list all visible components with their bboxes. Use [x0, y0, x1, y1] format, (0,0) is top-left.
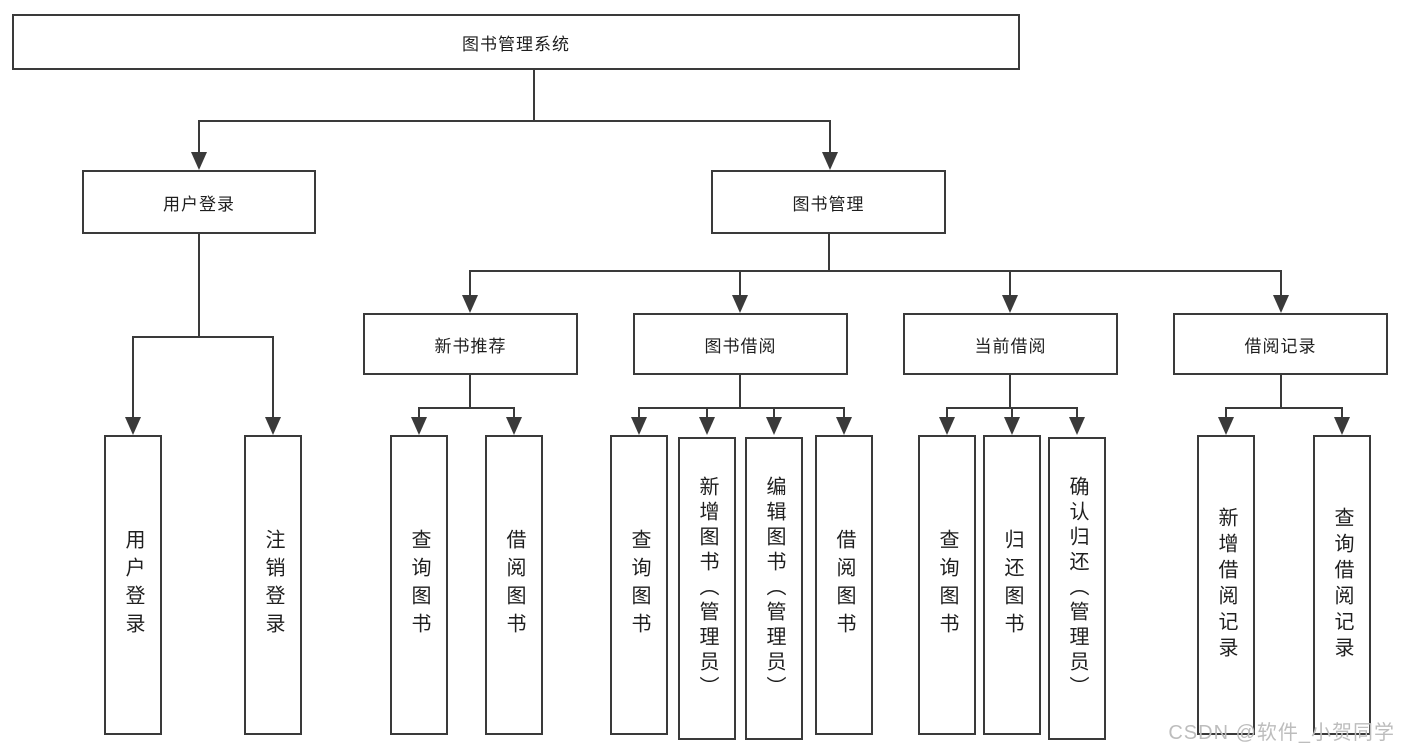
arrow-down-icon	[631, 417, 647, 435]
node-label: 借阅记录	[1244, 336, 1317, 356]
node-label: 图书借阅	[704, 336, 777, 356]
connector-line	[638, 407, 640, 419]
node-label: 新增图书（管理员）	[696, 476, 718, 701]
connector-line	[198, 120, 831, 122]
connector-line	[843, 407, 845, 419]
connector-line	[773, 407, 775, 419]
leaf-query-books-borrowing: 查询图书	[610, 435, 668, 735]
node-label: 归还图书	[1001, 529, 1023, 641]
connector-line	[1280, 375, 1282, 409]
node-label: 当前借阅	[974, 336, 1047, 356]
connector-line	[513, 407, 515, 419]
leaf-confirm-return-admin: 确认归还（管理员）	[1048, 437, 1106, 740]
connector-line	[418, 407, 515, 409]
leaf-query-books-current: 查询图书	[918, 435, 976, 735]
connector-line	[638, 407, 845, 409]
leaf-edit-books-admin: 编辑图书（管理员）	[745, 437, 803, 740]
arrow-down-icon	[766, 417, 782, 435]
arrow-down-icon	[1273, 295, 1289, 313]
leaf-borrow-books-recommend: 借阅图书	[485, 435, 543, 735]
connector-line	[198, 234, 200, 338]
csdn-watermark: CSDN @软件_小贺同学	[1168, 722, 1395, 744]
connector-line	[469, 375, 471, 409]
arrow-down-icon	[462, 295, 478, 313]
leaf-add-borrow-record: 新增借阅记录	[1197, 435, 1255, 735]
connector-line	[1225, 407, 1227, 419]
arrow-down-icon	[265, 417, 281, 435]
arrow-down-icon	[699, 417, 715, 435]
node-new-book-recommend: 新书推荐	[363, 313, 578, 375]
node-borrowing-records: 借阅记录	[1173, 313, 1388, 375]
arrow-down-icon	[1004, 417, 1020, 435]
node-book-management: 图书管理	[711, 170, 946, 234]
node-label: 图书管理系统	[462, 34, 570, 54]
node-label: 借阅图书	[503, 529, 525, 641]
node-user-login: 用户登录	[82, 170, 316, 234]
node-library-management-system: 图书管理系统	[12, 14, 1020, 70]
node-label: 注销登录	[262, 529, 284, 641]
leaf-query-borrow-record: 查询借阅记录	[1313, 435, 1371, 735]
connector-line	[828, 234, 830, 272]
connector-line	[706, 407, 708, 419]
connector-line	[533, 70, 535, 120]
node-label: 图书管理	[792, 194, 865, 214]
connector-line	[1009, 270, 1011, 296]
arrow-down-icon	[1218, 417, 1234, 435]
arrow-down-icon	[191, 152, 207, 170]
node-label: 编辑图书（管理员）	[763, 476, 785, 701]
leaf-query-books-recommend: 查询图书	[390, 435, 448, 735]
connector-line	[272, 336, 274, 418]
arrow-down-icon	[822, 152, 838, 170]
connector-line	[469, 270, 471, 296]
connector-line	[739, 270, 741, 296]
connector-line	[469, 270, 1282, 272]
arrow-down-icon	[411, 417, 427, 435]
connector-line	[1009, 375, 1011, 409]
node-label: 新增借阅记录	[1215, 507, 1237, 663]
arrow-down-icon	[836, 417, 852, 435]
connector-line	[418, 407, 420, 419]
node-label: 确认归还（管理员）	[1066, 476, 1088, 701]
leaf-user-login: 用户登录	[104, 435, 162, 735]
connector-line	[198, 120, 200, 153]
connector-line	[829, 120, 831, 153]
connector-line	[1225, 407, 1342, 409]
arrow-down-icon	[506, 417, 522, 435]
connector-line	[1280, 270, 1282, 296]
leaf-return-books: 归还图书	[983, 435, 1041, 735]
node-current-borrowing: 当前借阅	[903, 313, 1118, 375]
node-label: 查询图书	[936, 529, 958, 641]
leaf-borrow-books: 借阅图书	[815, 435, 873, 735]
arrow-down-icon	[1334, 417, 1350, 435]
arrow-down-icon	[1069, 417, 1085, 435]
leaf-add-books-admin: 新增图书（管理员）	[678, 437, 736, 740]
arrow-down-icon	[1002, 295, 1018, 313]
connector-line	[1011, 407, 1013, 419]
arrow-down-icon	[125, 417, 141, 435]
node-label: 查询图书	[628, 529, 650, 641]
connector-line	[1076, 407, 1078, 419]
leaf-logout: 注销登录	[244, 435, 302, 735]
connector-line	[739, 375, 741, 409]
connector-line	[946, 407, 948, 419]
node-label: 查询借阅记录	[1331, 507, 1353, 663]
arrow-down-icon	[939, 417, 955, 435]
arrow-down-icon	[732, 295, 748, 313]
node-label: 借阅图书	[833, 529, 855, 641]
node-label: 新书推荐	[434, 336, 507, 356]
node-label: 用户登录	[163, 194, 235, 214]
connector-line	[132, 336, 134, 418]
connector-line	[1341, 407, 1343, 419]
node-label: 用户登录	[122, 529, 144, 641]
node-label: 查询图书	[408, 529, 430, 641]
connector-line	[132, 336, 274, 338]
node-book-borrowing: 图书借阅	[633, 313, 848, 375]
